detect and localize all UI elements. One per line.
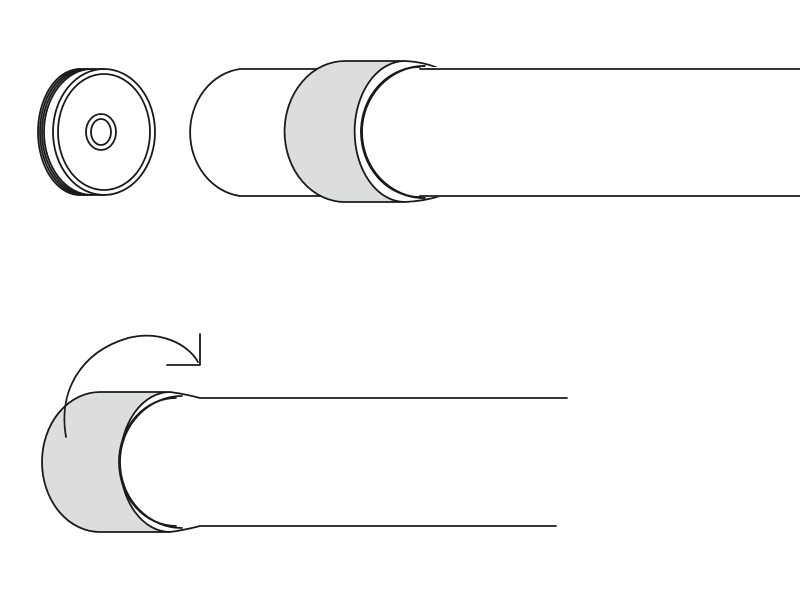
cap-hole-inner [90, 118, 112, 146]
cap-thread-ring-2 [39, 68, 85, 196]
rotation-arrow-arc [63, 334, 199, 438]
tube-bottom-top-edge [169, 391, 568, 399]
cap-hole-outer [85, 113, 117, 151]
tube-body-bottom [118, 391, 568, 533]
step-1-exploded-view [37, 60, 800, 203]
cap-face-inner-rim [57, 73, 151, 191]
rotation-arrow-head [166, 333, 201, 366]
open-tube-outline [189, 68, 331, 197]
step-2-assembled-view [41, 333, 568, 533]
tube-bottom-bottom-edge [169, 525, 557, 533]
cap-thread-ring-4 [43, 68, 93, 196]
tube-bottom-front-face-inner [118, 397, 177, 527]
tube-front-face-fill [363, 67, 800, 197]
cap-face [52, 68, 156, 196]
cap-thread-ring-3 [41, 68, 89, 196]
tube-body-top [360, 60, 800, 203]
cap-thread-ring-1 [37, 68, 81, 196]
rotation-arrow-icon [63, 333, 201, 438]
tube-front-face-line-inner [360, 66, 421, 198]
tube-bottom-face-fill [120, 396, 560, 528]
end-cap [37, 68, 156, 196]
open-tube-end [189, 68, 331, 197]
